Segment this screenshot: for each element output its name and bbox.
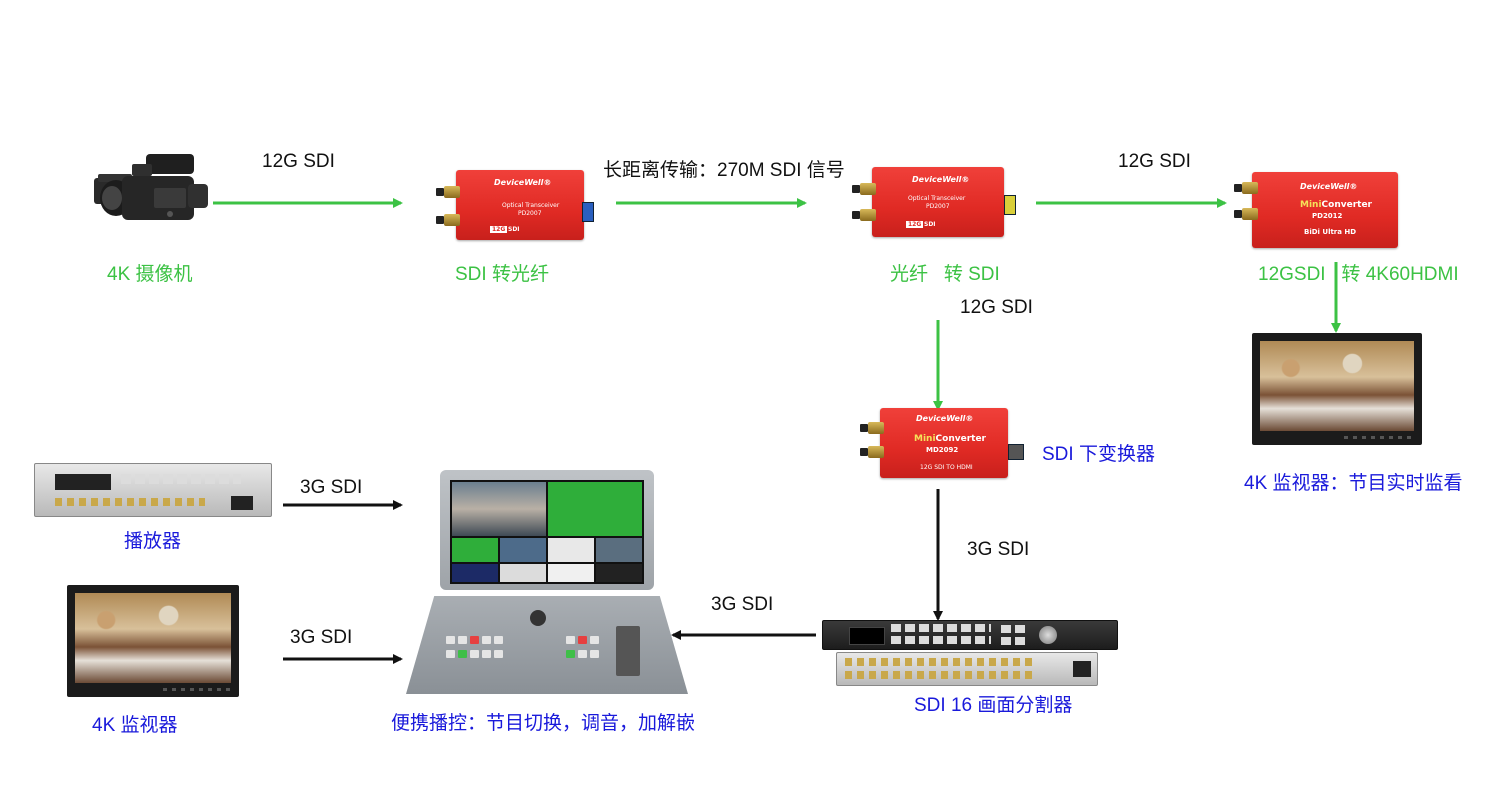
- player-label: 播放器: [124, 531, 182, 552]
- bidi-converter-label: 12GSDI 转 4K60HDMI: [1258, 264, 1459, 285]
- down-converter-label: SDI 下变换器: [1042, 444, 1155, 465]
- device-title: Optical Transceiver: [502, 202, 560, 209]
- bnc-connector: [1234, 208, 1258, 220]
- monitor-buttons: [163, 688, 231, 691]
- monitor-screen: [75, 593, 231, 683]
- link-label-12g-camera: 12G SDI: [262, 151, 335, 172]
- switcher-screen: [450, 480, 644, 584]
- portable-switcher: [406, 470, 688, 696]
- device-title: MiniConverter: [914, 434, 986, 444]
- device-title: MiniConverter: [1300, 200, 1372, 210]
- bnc-connector: [436, 186, 460, 198]
- monitor-left: [67, 585, 239, 697]
- bnc-connector: [852, 183, 876, 195]
- fiber-to-sdi-label: 光纤 转 SDI: [890, 264, 1000, 285]
- device-subtitle: 12G SDI TO HDMI: [920, 464, 973, 471]
- player-device: [34, 463, 272, 517]
- bnc-connector: [860, 446, 884, 458]
- camera-device: [92, 152, 210, 232]
- fiber-port: [1004, 195, 1016, 215]
- link-label-12g-down: 12G SDI: [960, 297, 1033, 318]
- camera-label: 4K 摄像机: [107, 264, 193, 285]
- device-sdi-label: SDI: [924, 221, 936, 228]
- bnc-connector: [1234, 182, 1258, 194]
- switcher-control-panel: [406, 596, 688, 694]
- monitor-right: [1252, 333, 1422, 445]
- hdmi-port: [1008, 444, 1024, 460]
- link-label-down-to-multiviewer: 3G SDI: [967, 539, 1030, 560]
- device-model: PD2012: [1312, 212, 1343, 220]
- bnc-connector: [852, 209, 876, 221]
- switcher-label: 便携播控：节目切换，调音，加解嵌: [391, 713, 696, 734]
- link-label-long-distance: 长距离传输：270M SDI 信号: [603, 160, 845, 181]
- bnc-connector: [436, 214, 460, 226]
- device-sdi-label: SDI: [508, 226, 520, 233]
- brand-logo: DeviceWell®: [1300, 182, 1358, 191]
- monitor-buttons: [1344, 436, 1412, 439]
- switcher-lid: [440, 470, 654, 590]
- camcorder-icon: [94, 154, 208, 220]
- brand-logo: DeviceWell®: [916, 414, 974, 423]
- sdi-down-converter: DeviceWell® MiniConverter MD2092 12G SDI…: [854, 408, 1026, 480]
- device-model: MD2092: [926, 446, 959, 454]
- device-model: PD2007: [926, 203, 950, 210]
- link-label-monitor-left: 3G SDI: [290, 627, 353, 648]
- monitor-left-label: 4K 监视器: [92, 715, 178, 736]
- device-model: PD2007: [518, 210, 542, 217]
- device-subtitle: BiDi Ultra HD: [1304, 228, 1357, 236]
- fiber-port: [582, 202, 594, 222]
- sdi-to-fiber-converter: DeviceWell® Optical Transceiver PD2007 1…: [430, 170, 594, 242]
- multiviewer-device: [822, 620, 1118, 686]
- brand-logo: DeviceWell®: [494, 178, 552, 187]
- monitor-right-label: 4K 监视器：节目实时监看: [1244, 473, 1463, 494]
- bidi-hdmi-converter: DeviceWell® MiniConverter PD2012 BiDi Ul…: [1232, 172, 1402, 250]
- bnc-connector: [860, 422, 884, 434]
- link-label-12g-bidi: 12G SDI: [1118, 151, 1191, 172]
- multiviewer-label: SDI 16 画面分割器: [914, 695, 1073, 716]
- fiber-to-sdi-converter: DeviceWell® Optical Transceiver PD2007 1…: [846, 167, 1018, 239]
- monitor-screen: [1260, 341, 1414, 431]
- device-title: Optical Transceiver: [908, 195, 966, 202]
- brand-logo: DeviceWell®: [912, 175, 970, 184]
- device-badge: 12G: [906, 221, 924, 228]
- link-label-player: 3G SDI: [300, 477, 363, 498]
- device-badge: 12G: [490, 226, 508, 233]
- link-label-multiviewer-to-switcher: 3G SDI: [711, 594, 774, 615]
- sdi-to-fiber-label: SDI 转光纤: [455, 264, 549, 285]
